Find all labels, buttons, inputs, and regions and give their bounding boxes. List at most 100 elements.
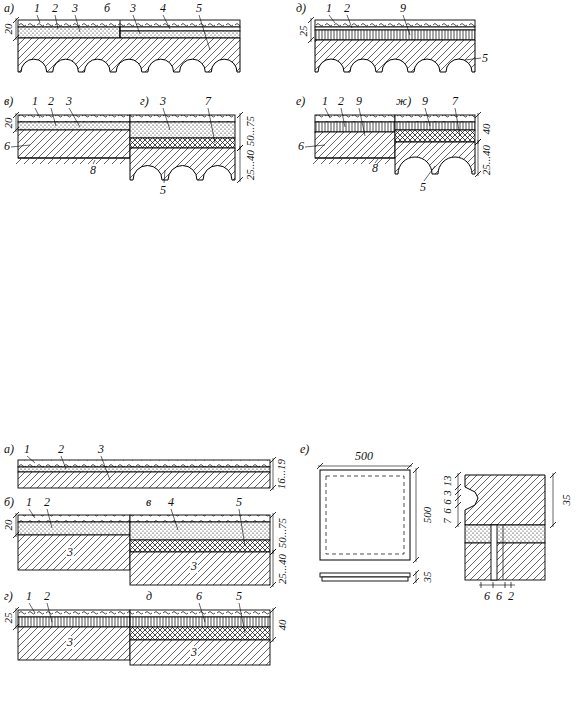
layer xyxy=(18,535,130,570)
dimension: 500 xyxy=(355,450,373,463)
dimension-line xyxy=(16,18,17,40)
leader-line xyxy=(61,456,66,469)
dimension-line xyxy=(273,458,274,490)
layer xyxy=(315,27,475,30)
ground-tick xyxy=(104,159,109,164)
dimension: 6 xyxy=(484,590,490,603)
ground-tick xyxy=(64,159,69,164)
layer xyxy=(18,472,270,488)
dimension-tick xyxy=(13,127,19,133)
dimension-tick xyxy=(413,557,419,563)
dimension-tick xyxy=(270,582,276,588)
callout-number: 9 xyxy=(400,2,406,15)
dimension: 20 xyxy=(2,520,15,531)
dimension: 2 xyxy=(508,590,514,603)
callout-number: 3 xyxy=(66,95,72,108)
leader-line xyxy=(51,108,56,126)
callout-number: 6 xyxy=(298,140,304,153)
layer xyxy=(130,540,270,552)
layer xyxy=(18,130,130,158)
ground-line xyxy=(315,158,395,159)
leader-line xyxy=(69,108,80,127)
dimension: 25...40 xyxy=(244,150,257,180)
callout-number: 7 xyxy=(205,95,211,108)
panel-letter: г) xyxy=(4,590,13,603)
layer xyxy=(315,132,395,158)
joint-line xyxy=(120,20,121,38)
ground-tick xyxy=(56,159,61,164)
joint-line xyxy=(503,525,504,580)
layer xyxy=(130,115,235,122)
dimension-line xyxy=(318,466,412,467)
layer xyxy=(130,515,270,522)
callout-number: 2 xyxy=(44,496,50,509)
dimension: 40 xyxy=(276,620,289,631)
dimension-line xyxy=(16,608,17,629)
layer xyxy=(18,515,130,522)
ground-tick xyxy=(329,159,334,164)
callout-number: 5 xyxy=(236,590,242,603)
callout-number: 1 xyxy=(24,443,30,456)
leader-line xyxy=(133,15,140,34)
dimension: 35 xyxy=(560,495,573,506)
callout-number: 2 xyxy=(48,95,54,108)
layer xyxy=(18,27,120,38)
dimension: 20 xyxy=(2,118,15,129)
leader-line xyxy=(101,456,110,480)
panel-letter: д) xyxy=(296,2,306,15)
callout-number: 6 xyxy=(196,590,202,603)
dimension: 6 xyxy=(441,499,454,505)
dimension-tick xyxy=(481,582,482,588)
callout-number: 7 xyxy=(452,95,458,108)
layer xyxy=(130,627,270,640)
layer xyxy=(130,610,270,617)
panel-letter: г) xyxy=(140,95,149,108)
ground-tick xyxy=(361,159,366,164)
dimension: 50...75 xyxy=(244,116,257,146)
layer xyxy=(130,617,270,627)
tile-edge-dashed xyxy=(326,476,404,554)
dimension-tick xyxy=(455,495,461,501)
callout-number: 9 xyxy=(356,95,362,108)
layer xyxy=(130,552,270,585)
ground-tick xyxy=(385,159,390,164)
dimension-tick xyxy=(13,112,19,118)
dimension-tick xyxy=(270,512,276,518)
layer xyxy=(465,543,545,580)
dimension-tick xyxy=(550,472,556,478)
callout-number: 3 xyxy=(160,95,166,108)
ground-tick xyxy=(80,159,85,164)
layer xyxy=(465,525,545,543)
dimension-line xyxy=(240,113,241,150)
leader-line xyxy=(199,15,210,50)
callout-number: 2 xyxy=(58,443,64,456)
ground-line xyxy=(18,158,130,159)
layer xyxy=(18,610,130,617)
callout-number: 3 xyxy=(130,2,136,15)
leader-line xyxy=(347,15,352,28)
layer xyxy=(320,573,410,577)
dimension-tick xyxy=(13,624,19,630)
tile-section xyxy=(465,475,545,525)
dimension: 6 xyxy=(441,508,454,514)
hollow-slab xyxy=(130,148,235,180)
panel-letter: е) xyxy=(296,95,305,108)
dimension-tick xyxy=(270,637,276,643)
dimension-tick xyxy=(413,578,419,584)
dimension-tick xyxy=(308,37,314,43)
leader-line xyxy=(341,108,345,127)
dimension-line xyxy=(416,468,417,562)
callout-number: 2 xyxy=(338,95,344,108)
callout-number: 6 xyxy=(4,140,10,153)
callout-number: 1 xyxy=(322,95,328,108)
callout-number: 1 xyxy=(32,95,38,108)
dimension-tick xyxy=(13,512,19,518)
ground-tick xyxy=(337,159,342,164)
panel-letter: ж) xyxy=(396,95,411,108)
layer xyxy=(18,522,130,535)
layer xyxy=(315,20,475,27)
callout-number: 1 xyxy=(26,496,32,509)
dimension-tick xyxy=(475,139,481,145)
